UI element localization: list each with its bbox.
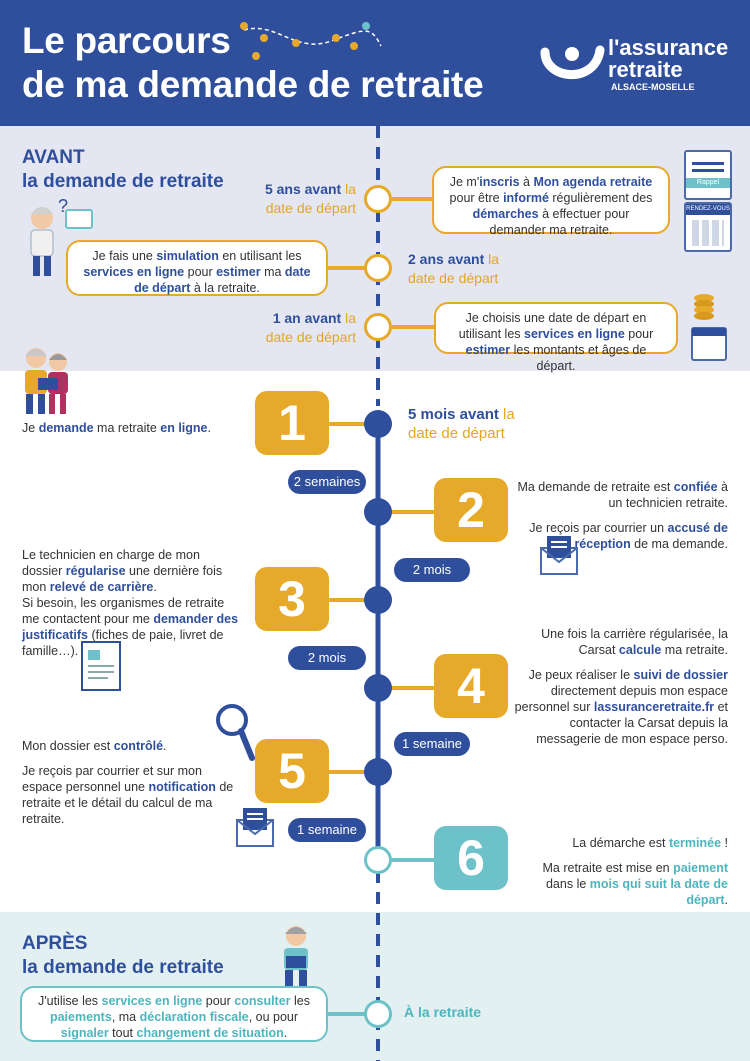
step-pin-4 [364, 674, 392, 702]
duration-pill-3: 2 mois [288, 646, 366, 670]
apres-when: À la retraite [404, 1004, 482, 1020]
duration-pill-2: 2 mois [394, 558, 470, 582]
avant-title-2: la demande de retraite [22, 171, 224, 192]
avant-pin-3 [364, 313, 392, 341]
title-line-2: de ma demande de retraite [22, 64, 484, 105]
avant-bubble-2: Je fais une simulation en utilisant les … [66, 240, 328, 296]
duration-pill-1: 2 semaines [288, 470, 366, 494]
avant-bubble-3: Je choisis une date de départ en utilisa… [434, 302, 678, 373]
step-number-5: 5 [255, 739, 329, 803]
avant-bubble-1: Je m'inscris à Mon agenda retraite pour … [432, 166, 670, 237]
duration-pill-4: 1 semaine [394, 732, 470, 756]
magnifier-icon [216, 704, 255, 761]
rdv-label: RENDEZ-VOUS [686, 204, 730, 215]
apres-bubble: J'utilise les services en ligne pour con… [20, 986, 328, 1042]
envelope-notification-icon [236, 808, 274, 847]
step-6-text: La démarche est terminée ! Ma retraite e… [542, 836, 729, 907]
logo-text-1: l'assurance [608, 35, 729, 60]
header-banner: Le parcours de ma demande de retraite l'… [0, 0, 750, 126]
step-4-text: Une fois la carrière régularisée, la Car… [514, 627, 728, 746]
step-number-6: 6 [434, 826, 508, 890]
step-2-text: Ma demande de retraite est confiée à un … [517, 480, 728, 551]
step-3-text: Le technicien en charge de mon dossier r… [22, 548, 239, 658]
coins-calendar-icon [691, 294, 727, 361]
envelope-letter-icon [540, 536, 578, 575]
apres-title-1: APRÈS [22, 933, 88, 954]
step-connector-5 [329, 770, 369, 774]
step-connector-4 [392, 686, 434, 690]
avant-pin-1 [364, 185, 392, 213]
timeline-line [375, 126, 381, 1061]
step-number-2: 2 [434, 478, 508, 542]
step-connector-6 [392, 858, 434, 862]
couple-computer-icon [25, 348, 68, 414]
step-number-1: 1 [255, 391, 329, 455]
step-number-4: 4 [434, 654, 508, 718]
step-connector-3 [329, 598, 369, 602]
step-connector-1 [329, 422, 369, 426]
duration-pill-5: 1 semaine [288, 818, 366, 842]
step-pin-2 [364, 498, 392, 526]
avant-pin-2 [364, 254, 392, 282]
apres-pin [364, 1000, 392, 1028]
avant-connector-1 [392, 197, 432, 201]
step-pin-5 [364, 758, 392, 786]
retiree-icon [284, 926, 308, 988]
title-line-1: Le parcours [22, 20, 231, 61]
step-pin-3 [364, 586, 392, 614]
rappel-envelope-icon: Rappel [684, 150, 732, 200]
logo-subtext: ALSACE-MOSELLE [611, 82, 695, 92]
step-5-text: Mon dossier est contrôlé. Je reçois par … [22, 739, 234, 826]
person-computer-icon: ? [30, 196, 93, 276]
step-pin-1 [364, 410, 392, 438]
document-icon [81, 641, 121, 691]
step-pin-6 [364, 846, 392, 874]
pendant-intro: Je demande ma retraite en ligne. [22, 421, 211, 435]
apres-connector [328, 1012, 366, 1016]
logo-text-2: retraite [608, 57, 683, 82]
logo-icon [540, 45, 605, 80]
avant-title-1: AVANT [22, 147, 85, 168]
svg-text:?: ? [58, 196, 68, 216]
apres-title-2: la demande de retraite [22, 957, 224, 978]
step-number-3: 3 [255, 567, 329, 631]
rappel-label: Rappel [686, 178, 730, 188]
step-connector-2 [392, 510, 434, 514]
avant-connector-2 [328, 266, 366, 270]
avant-connector-3 [392, 325, 434, 329]
rendezvous-calendar-icon: RENDEZ-VOUS [684, 202, 732, 252]
path-map-icon [240, 22, 382, 60]
